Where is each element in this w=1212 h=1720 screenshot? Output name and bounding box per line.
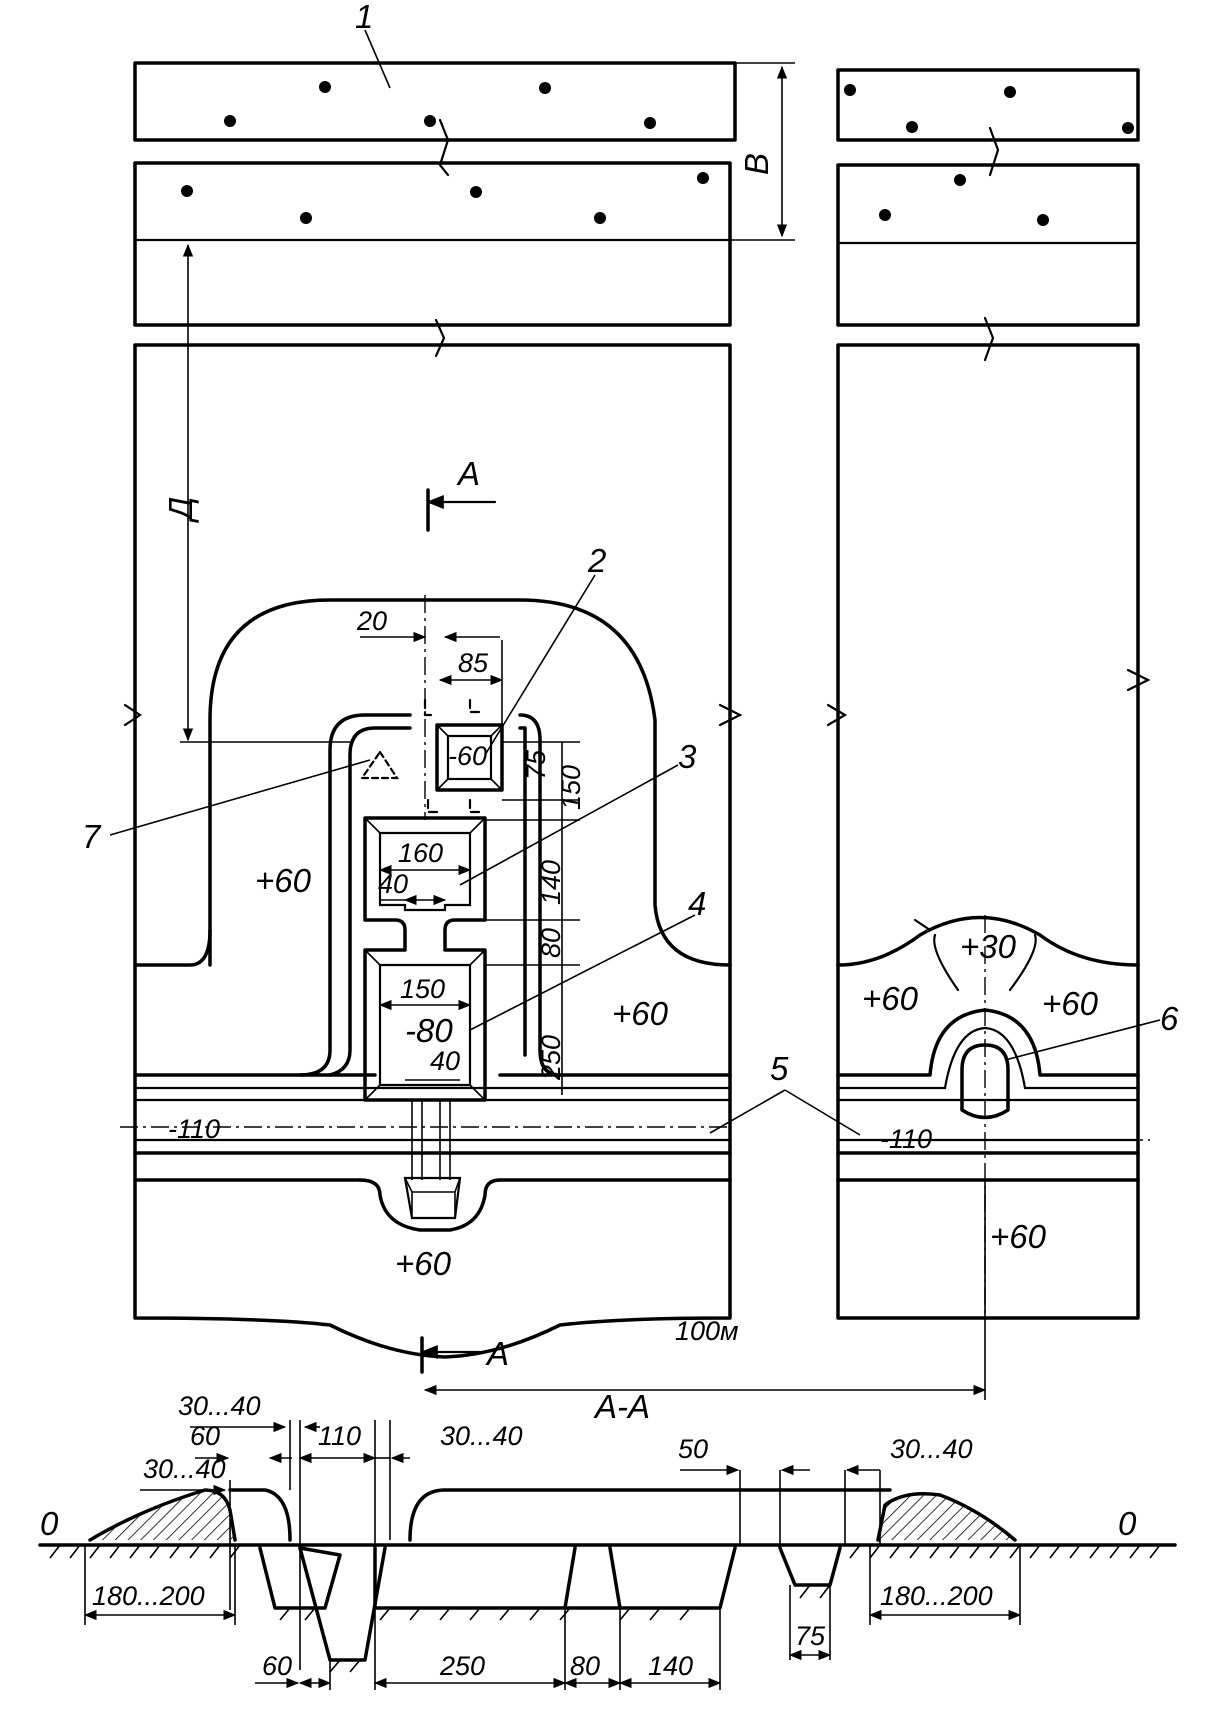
callout-1: 1 [355,0,391,89]
sec-60: 60 [190,1421,220,1451]
level-plus60-r2: +60 [1042,985,1099,1022]
sec-110: 110 [318,1421,361,1451]
hole-marker [424,115,436,127]
dim-100m: 100м [675,1316,739,1346]
hole-marker [1122,122,1134,134]
hole-marker [224,115,236,127]
section-letter-bottom: A [485,1335,509,1372]
sec-50: 50 [678,1434,708,1464]
hole-marker [844,84,856,96]
callouts: 2 3 4 5 6 7 [82,542,1179,1136]
dimension-b: B [730,62,795,241]
hole-marker [879,209,891,221]
dimension-d: Д [162,243,350,743]
sec-30-40d: 30...40 [890,1434,973,1464]
right-strip-1 [836,68,1140,177]
level-plus60-mid: +60 [612,995,669,1032]
level-labels: -60 +60 +60 +60 -80 -110 -110 +30 +60 +6… [168,741,1099,1282]
hole-marker [1037,214,1049,226]
level-plus60-left: +60 [255,862,312,899]
right-strip-2 [836,163,1140,362]
sec-250: 250 [439,1651,485,1681]
dim-80: 80 [536,928,566,958]
callout-5-label: 5 [770,1050,789,1087]
callout-2-label: 2 [587,542,606,579]
sec-zero-left: 0 [40,1505,59,1542]
section-labels: 30...40 60 30...40 110 30...40 50 30...4… [40,1391,1137,1681]
hole-marker [300,212,312,224]
level-minus110-left: -110 [168,1114,220,1144]
level-plus60-r1: +60 [862,980,919,1017]
sec-60b: 60 [262,1651,292,1681]
dim-150b: 150 [400,974,445,1004]
hole-marker [539,82,551,94]
dim-85: 85 [458,648,489,678]
hole-marker [470,186,482,198]
section-title: A-A [593,1388,650,1425]
dim-20: 20 [356,606,387,636]
section-letter-top: A [456,455,480,492]
sec-30-40c: 30...40 [440,1421,523,1451]
hole-marker [697,172,709,184]
sec-30-40b: 30...40 [143,1454,226,1484]
sec-30-40a: 30...40 [178,1391,261,1421]
main-plan-left [120,343,743,1359]
hole-marker [906,121,918,133]
label-d: Д [162,497,199,524]
label-b: B [738,153,775,175]
level-pit2: -60 [448,741,487,771]
dim-160: 160 [398,838,443,868]
callout-7-label: 7 [82,818,102,855]
sec-75: 75 [795,1621,826,1651]
level-minus80: -80 [405,1012,453,1049]
main-plan-right [826,343,1151,1320]
section-mark-bottom: A [420,1335,509,1374]
callout-1-label: 1 [355,0,373,35]
sec-140: 140 [648,1651,693,1681]
callout-3-label: 3 [678,738,697,775]
callout-4-label: 4 [688,885,706,922]
sec-180-200a: 180...200 [92,1581,205,1611]
left-strip-1 [133,61,737,177]
left-strip-2 [133,161,732,358]
level-plus60-r3: +60 [990,1218,1047,1255]
dim-250: 250 [536,1035,566,1081]
plan-dimensions: 20 85 75 150 140 80 250 160 40 150 40 10… [356,606,987,1400]
hole-marker [1004,86,1016,98]
sec-180-200b: 180...200 [880,1581,993,1611]
hole-marker [181,185,193,197]
level-plus30: +30 [960,928,1017,965]
section-mark-top: A [426,455,497,532]
dim-140: 140 [536,860,566,905]
dim-75: 75 [521,749,551,780]
hole-marker [644,117,656,129]
sec-80: 80 [570,1651,600,1681]
hole-marker [319,81,331,93]
level-plus60-bottom: +60 [395,1245,452,1282]
callout-6-label: 6 [1160,1000,1179,1037]
sec-zero-right: 0 [1118,1505,1137,1542]
hole-marker [954,174,966,186]
section-view [38,1420,1177,1690]
dim-150: 150 [556,765,586,810]
dim-40b: 40 [430,1046,460,1076]
hole-marker [594,212,606,224]
dim-40a: 40 [378,869,408,899]
